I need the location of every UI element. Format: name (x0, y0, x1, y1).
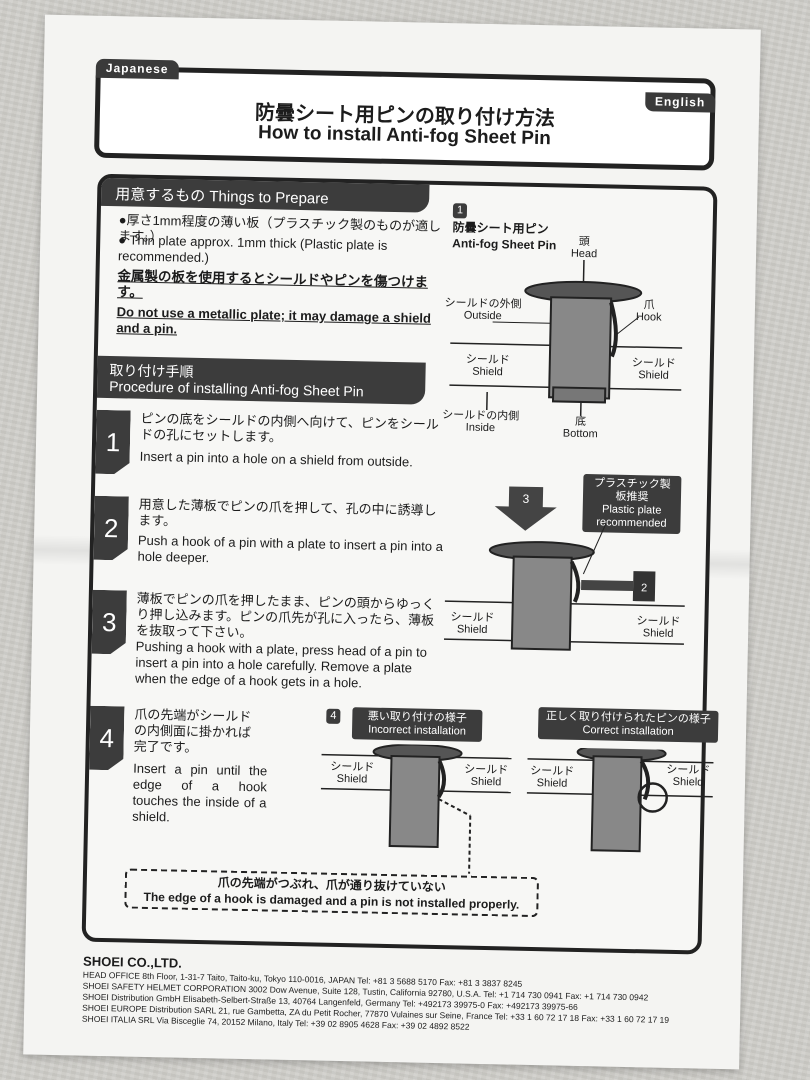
step-3-number: 3 (92, 590, 127, 655)
warning-ja: 金属製の板を使用するとシールドやピンを傷つけます。 (117, 268, 429, 300)
step-1-number: 1 (95, 410, 130, 475)
diagram-4-number: 4 (326, 708, 341, 724)
procedure-heading-en: Procedure of installing Anti-fog Sheet P… (109, 378, 364, 400)
step-3-ja: 薄板でピンの爪を押したまま、ピンの頭からゆっくり押し込みます。ピンの爪先が孔に入… (135, 590, 435, 641)
warning-en: Do not use a metallic plate; it may dama… (116, 304, 432, 337)
prepare-item-en: ● Thin plate approx. 1mm thick (Plastic … (117, 232, 388, 266)
step-2-ja: 用意した薄板でピンの爪を押して、孔の中に誘導します。 (138, 496, 437, 529)
correct-pin-diagram (526, 746, 714, 853)
step-1-ja: ピンの底をシールドの内側へ向けて、ピンをシールドの孔にセットします。 (140, 410, 439, 445)
step-4-en: Insert a pin until the edge of a hook to… (132, 760, 268, 825)
step-1-en: Insert a pin into a hole on a shield fro… (139, 448, 414, 470)
japanese-tab: Japanese (95, 58, 179, 80)
incorrect-pin-diagram (320, 743, 512, 874)
arrow-3-label: 3 (522, 492, 529, 506)
prepare-heading: 用意するもの Things to Prepare (115, 186, 329, 208)
procedure-heading-bar: 取り付け手順 Procedure of installing Anti-fog … (96, 355, 426, 405)
step-4-ja: 爪の先端がシールドの内側面に掛かれば完了です。 (133, 706, 252, 755)
arrow-2-label: 2 (641, 582, 647, 594)
title-header: Japanese English 防曇シート用ピンの取り付け方法 How to … (93, 58, 716, 171)
company-footer: SHOEI CO.,LTD. HEAD OFFICE 8th Floor, 1-… (82, 954, 723, 1038)
instruction-sheet: Japanese English 防曇シート用ピンの取り付け方法 How to … (23, 14, 761, 1070)
plate-insert-diagram: 3 2 (443, 486, 685, 651)
step-3-en: Pushing a hook with a plate, press head … (134, 638, 428, 691)
step-2-number: 2 (94, 496, 129, 561)
step-2-en: Push a hook of a pin with a plate to ins… (137, 532, 444, 566)
instructions-panel: 用意するもの Things to Prepare ●厚さ1mm程度の薄い板（プラ… (81, 173, 719, 955)
pin-cross-section (449, 259, 683, 416)
step-4-number: 4 (89, 706, 124, 771)
prepare-heading-bar: 用意するもの Things to Prepare (100, 177, 430, 213)
incorrect-note-box: 爪の先端がつぶれ、爪が通り抜けていない The edge of a hook i… (124, 868, 540, 918)
